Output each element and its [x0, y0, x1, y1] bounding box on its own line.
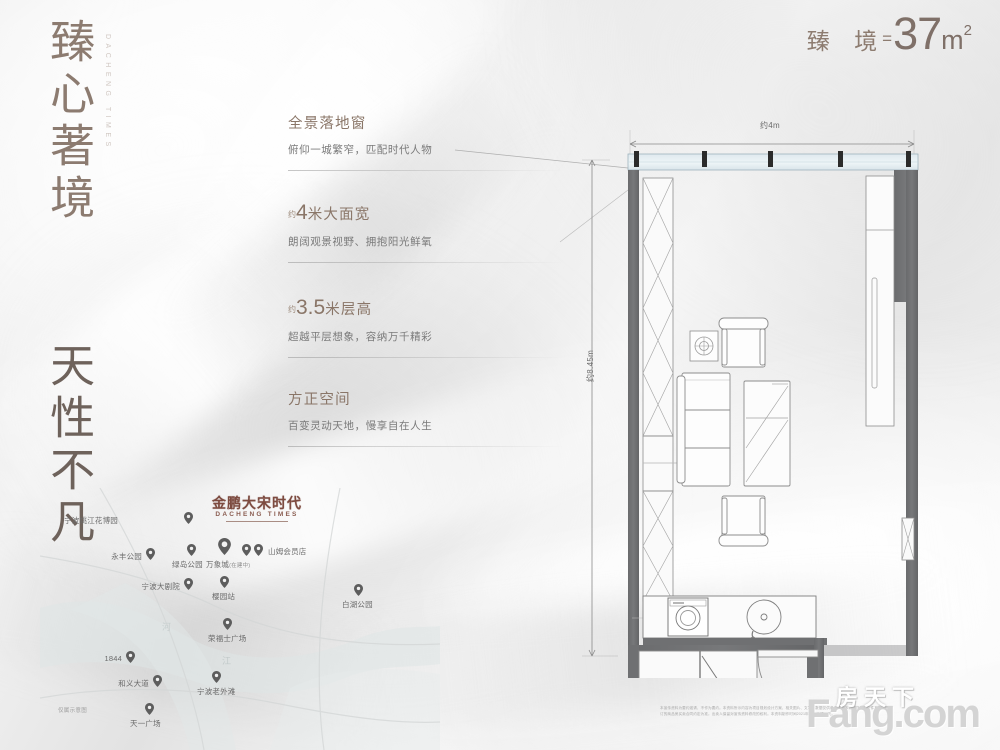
- map-label: 宁波大剧院: [141, 582, 180, 591]
- sofa-main: [676, 372, 731, 487]
- side-table: [689, 330, 719, 362]
- coffee-table-hatch: [745, 383, 789, 483]
- feature-approx-2: 约: [288, 210, 296, 219]
- map-pin-icon[interactable]: [184, 578, 193, 590]
- feature-item-1: 全景落地窗 俯仰一城繁窄，匹配时代人物: [288, 112, 568, 171]
- map-pin-icon[interactable]: [223, 618, 232, 630]
- map-pin-icon[interactable]: [184, 512, 193, 524]
- area-number: 37: [893, 8, 942, 59]
- map-label: 山姆会员店: [268, 547, 307, 556]
- map-label: 万象城(在建中): [206, 559, 250, 570]
- feature-title-2: 约4米大面宽: [288, 201, 568, 225]
- feature-suffix-3: 米层高: [325, 302, 373, 318]
- area-unit: m: [941, 25, 964, 55]
- map-pin-icon-primary[interactable]: [218, 538, 231, 555]
- exterior-walls: [628, 170, 918, 656]
- river-label-jiang: 江: [222, 656, 231, 666]
- project-logo-cn: 金鹏大宋时代: [212, 495, 302, 511]
- counter-wall: [643, 638, 827, 645]
- watermark-en: Fang.com: [806, 692, 981, 736]
- floor-plan-drawing: [582, 130, 919, 678]
- river-shape-3: [270, 669, 440, 750]
- wardrobe-hatch: [642, 177, 674, 602]
- area-badge: 臻 境 = 37 m 2: [807, 8, 972, 60]
- feature-title-1: 全景落地窗: [288, 116, 367, 132]
- page-title: 臻心著境 天性不凡: [42, 18, 95, 550]
- map-pin-icon[interactable]: [212, 671, 221, 683]
- map-pin-icon[interactable]: [354, 584, 363, 596]
- location-map: 河 江 金鹏大宋时代 DACHENG TIMES 宁波姚江花博园 永丰公园 绿岛…: [40, 488, 440, 750]
- project-logo-en: DACHENG TIMES: [215, 511, 299, 518]
- map-pin-icon[interactable]: [153, 675, 162, 687]
- river-label-he: 河: [162, 621, 171, 632]
- legal-disclaimer: 本宣传资料为要约邀请，不作为要约。本资料所示内容为项目规划设计方案，相关图片、文…: [660, 706, 890, 716]
- area-label: 臻 境: [806, 28, 887, 54]
- project-logo-rule: [226, 520, 288, 522]
- feature-subtitle-1: 俯仰一城繁窄，匹配时代人物: [288, 144, 433, 156]
- feature-suffix-2: 米大面宽: [307, 207, 371, 223]
- side-window-hatch: [901, 517, 915, 561]
- map-label: 荣福士广场: [208, 634, 247, 643]
- washing-machine: [667, 597, 709, 637]
- feature-number-3: 3.5: [296, 296, 326, 319]
- map-corner-note: 仅属示意图: [58, 708, 88, 714]
- feature-item-2: 约4米大面宽 朗阔观景视野、拥抱阳光鲜氧: [288, 201, 568, 263]
- map-label: 1844: [104, 654, 122, 663]
- media-wall-detail: [866, 229, 894, 389]
- map-pin-icon[interactable]: [254, 544, 263, 556]
- map-label: 绿岛公园: [172, 560, 203, 569]
- area-equals-sign: =: [882, 29, 893, 48]
- area-superscript: 2: [963, 22, 972, 39]
- map-label: 宁波老外滩: [197, 687, 236, 696]
- coffee-table: [743, 380, 791, 487]
- map-label: 和义大道: [118, 679, 149, 688]
- map-pin-icon[interactable]: [126, 651, 135, 663]
- map-pin-icon[interactable]: [145, 703, 154, 715]
- floor-plan: [572, 118, 972, 678]
- map-label: 白湖公园: [342, 600, 373, 609]
- feature-number-2: 4: [296, 201, 308, 224]
- headline-pinyin: DACHENG TIMES: [104, 34, 111, 151]
- watermark-cn: 房天下: [836, 685, 921, 710]
- map-pin-icon[interactable]: [242, 544, 251, 556]
- map-label-text: 万象城: [206, 560, 230, 569]
- dimension-width-label: 约4m: [760, 121, 781, 130]
- feature-subtitle-3: 超越平层想象，容纳万千精彩: [288, 331, 433, 343]
- map-pin-icon[interactable]: [220, 576, 229, 588]
- map-pin-icon[interactable]: [187, 544, 196, 556]
- armchair-bottom: [718, 495, 769, 547]
- feature-approx-3: 约: [288, 305, 296, 314]
- headline-line-1: 臻心著境: [43, 18, 95, 226]
- feature-title-4: 方正空间: [288, 392, 351, 408]
- map-pin-icon[interactable]: [146, 548, 155, 560]
- feature-item-4: 方正空间 百变灵动天地，慢享自在人生: [288, 388, 568, 447]
- feature-list: 全景落地窗 俯仰一城繁窄，匹配时代人物 约4米大面宽 朗阔观景视野、拥抱阳光鲜氧…: [288, 112, 568, 467]
- bathroom-walls: [814, 638, 824, 678]
- curtain-wall-window: [627, 151, 919, 171]
- wardrobe-cabinet: [642, 177, 674, 602]
- headline-line-2: 天性不凡: [43, 342, 95, 550]
- feature-title-3: 约3.5米层高: [288, 296, 568, 320]
- armchair-top: [718, 317, 769, 368]
- map-label: 樱园站: [212, 592, 236, 601]
- map-roads: [40, 488, 440, 750]
- map-label: 宁波姚江花博园: [64, 516, 118, 525]
- watermark: Fang.com 房天下: [806, 680, 992, 742]
- dimension-arrow-horizontal: [629, 130, 915, 158]
- dimension-arrow-vertical: [582, 159, 618, 657]
- map-base: 河 江: [40, 488, 440, 750]
- map-label-note: (在建中): [229, 563, 251, 569]
- map-label: 天一广场: [130, 719, 161, 728]
- feature-subtitle-4: 百变灵动天地，慢享自在人生: [288, 420, 433, 432]
- feature-item-3: 约3.5米层高 超越平层想象，容纳万千精彩: [288, 296, 568, 358]
- map-label: 永丰公园: [111, 552, 142, 561]
- project-logo: 金鹏大宋时代 DACHENG TIMES: [212, 496, 302, 522]
- entry-door: [856, 600, 908, 648]
- media-wall-unit: [865, 175, 895, 427]
- feature-subtitle-2: 朗阔观景视野、拥抱阳光鲜氧: [288, 236, 433, 248]
